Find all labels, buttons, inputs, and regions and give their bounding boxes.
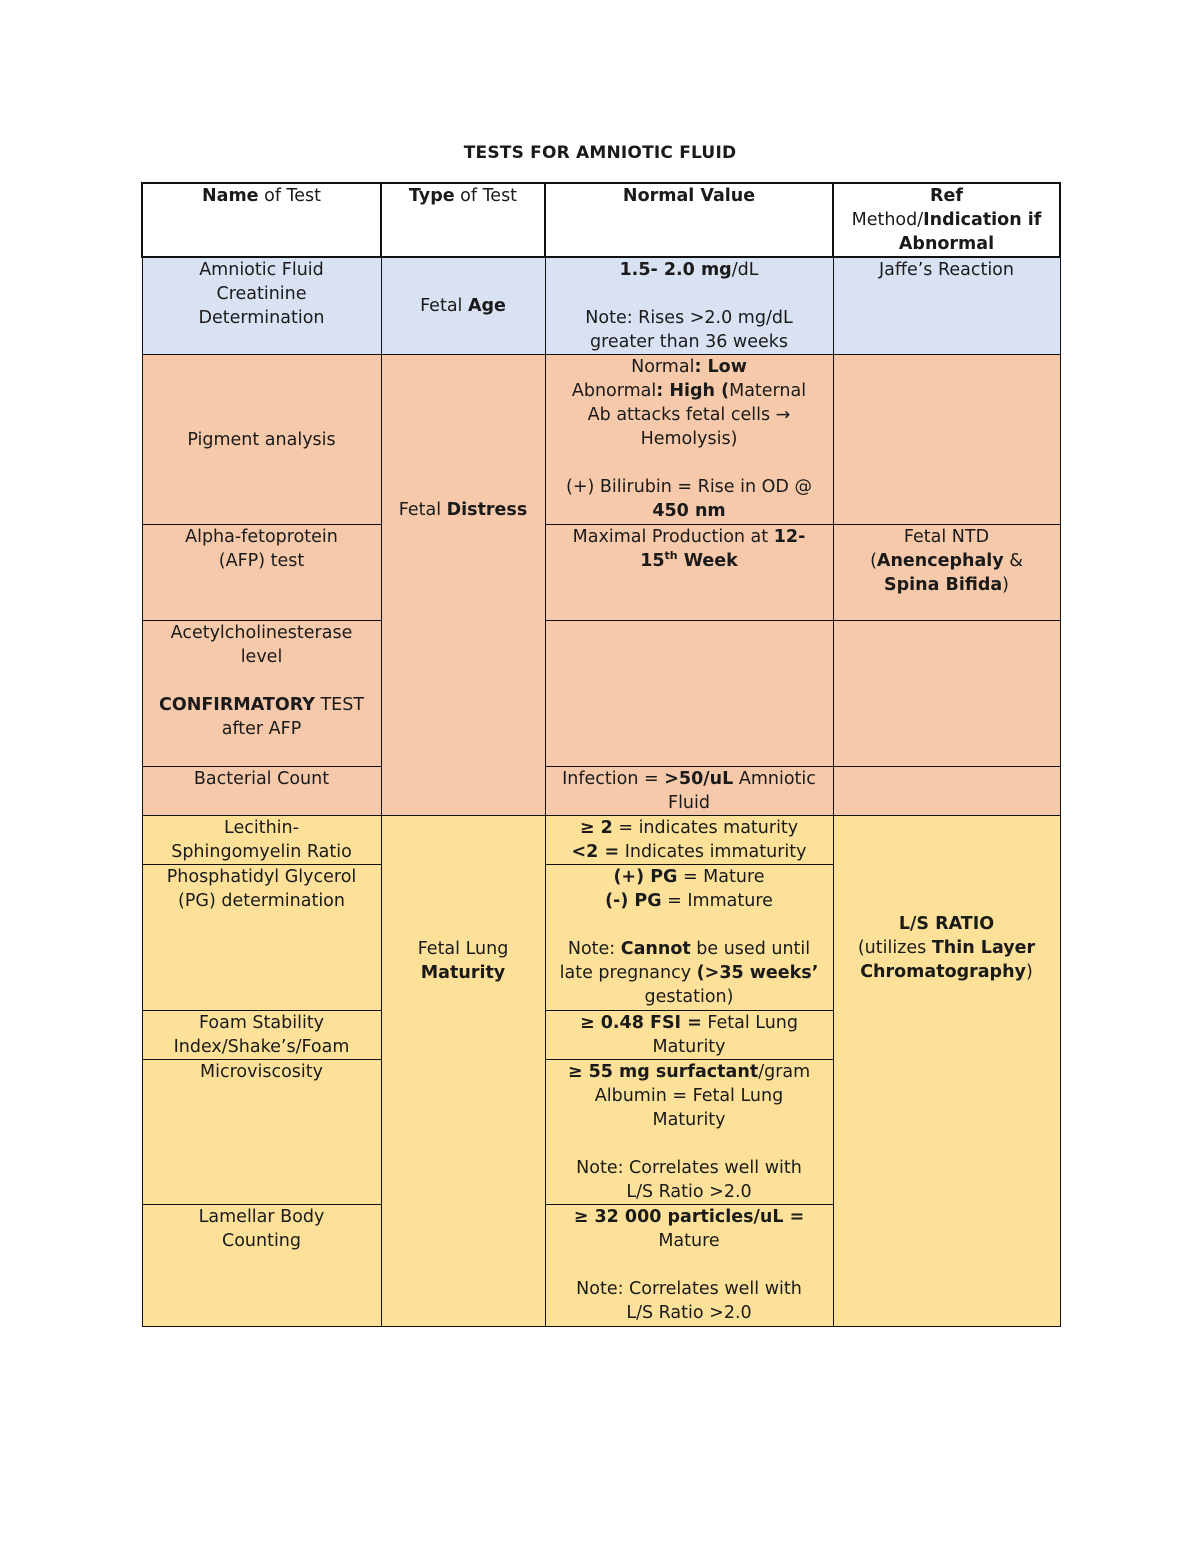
ref-afp: Fetal NTD (Anencephaly & Spina Bifida) (832, 524, 1061, 621)
test-name-creatinine: Amniotic Fluid Creatinine Determination (141, 256, 382, 355)
test-name-bacterial-count: Bacterial Count (141, 766, 382, 816)
normal-value-foam: ≥ 0.48 FSI = Fetal Lung Maturity (544, 1010, 834, 1060)
header-name-of-test: Name of Test (141, 182, 382, 258)
test-name-lecithin-sphingomyelin: Lecithin- Sphingomyelin Ratio (141, 815, 382, 865)
header-type-of-test: Type of Test (380, 182, 546, 258)
table-row: Amniotic Fluid Creatinine Determination … (141, 256, 1061, 355)
normal-value-pigment: Normal: Low Abnormal: High (Maternal Ab … (544, 354, 834, 525)
test-name-acetylcholinesterase: Acetylcholinesterase level CONFIRMATORY … (141, 620, 382, 767)
document-title: TESTS FOR AMNIOTIC FLUID (463, 143, 737, 163)
ref-acetylcholinesterase (832, 620, 1061, 767)
test-name-afp: Alpha-fetoprotein (AFP) test (141, 524, 382, 621)
normal-value-lamellar: ≥ 32 000 particles/uL = Mature Note: Cor… (544, 1204, 834, 1327)
test-type-fetal-age: Fetal Age (380, 256, 546, 355)
normal-value-ls-ratio: ≥ 2 = indicates maturity <2 = Indicates … (544, 815, 834, 865)
ref-ls-ratio: L/S RATIO (utilizes Thin Layer Chromatog… (832, 815, 1061, 1327)
table-row: Foam Stability Index/Shake’s/Foam ≥ 0.48… (141, 1010, 1060, 1060)
normal-value-pg: (+) PG = Mature (-) PG = Immature Note: … (544, 864, 834, 1011)
ref-pigment (832, 354, 1061, 525)
test-name-phosphatidyl-glycerol: Phosphatidyl Glycerol (PG) determination (141, 864, 382, 1011)
ref-creatinine: Jaffe’s Reaction (832, 256, 1061, 355)
table-row: Lecithin- Sphingomyelin Ratio Fetal Lung… (141, 815, 1061, 1327)
amniotic-fluid-tests-table: Name of Test Type of Test Normal Value R… (141, 182, 1061, 1327)
test-name-microviscosity: Microviscosity (141, 1059, 382, 1205)
test-type-fetal-lung-maturity: Fetal Lung Maturity (380, 815, 546, 1327)
normal-value-creatinine: 1.5- 2.0 mg/dL Note: Rises >2.0 mg/dL gr… (544, 256, 834, 355)
header-row: Name of Test Type of Test Normal Value R… (141, 182, 1061, 258)
test-name-lamellar-body: Lamellar Body Counting (141, 1204, 382, 1327)
test-type-fetal-distress: Fetal Distress (380, 354, 546, 816)
normal-value-bacterial-count: Infection = >50/uL Amniotic Fluid (544, 766, 834, 816)
ref-bacterial-count (832, 766, 1061, 816)
normal-value-acetylcholinesterase (544, 620, 834, 767)
normal-value-microviscosity: ≥ 55 mg surfactant/gram Albumin = Fetal … (544, 1059, 834, 1205)
normal-value-afp: Maximal Production at 12- 15th Week (544, 524, 834, 621)
header-normal-value: Normal Value (544, 182, 834, 258)
header-ref-method: Ref Method/Indication if Abnormal (832, 182, 1061, 258)
table-row: Alpha-fetoprotein (AFP) test Maximal Pro… (141, 524, 1061, 621)
table-row: Pigment analysis Fetal Distress Normal: … (141, 354, 1061, 816)
test-name-pigment-analysis: Pigment analysis (141, 354, 382, 525)
table-row: Bacterial Count Infection = >50/uL Amnio… (141, 766, 1061, 816)
table-row: Acetylcholinesterase level CONFIRMATORY … (141, 620, 1061, 767)
test-name-foam-stability: Foam Stability Index/Shake’s/Foam (141, 1010, 382, 1060)
